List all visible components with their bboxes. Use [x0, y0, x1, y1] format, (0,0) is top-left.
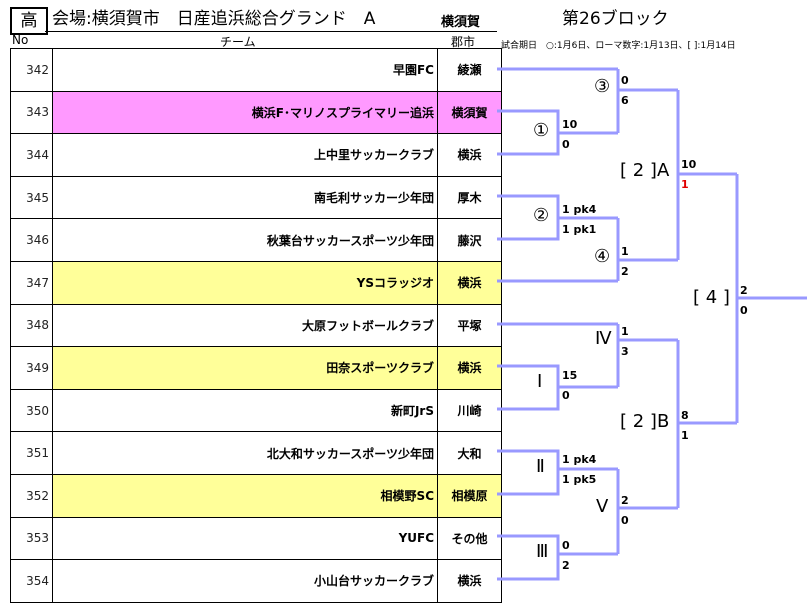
- team-name: 相模野SC: [52, 473, 438, 518]
- score-bottom: 2: [562, 559, 570, 572]
- team-city: 川崎: [437, 388, 502, 433]
- team-number: 350: [10, 388, 53, 433]
- team-number: 346: [10, 218, 53, 262]
- team-city: 厚木: [437, 175, 502, 220]
- bracket-line: [497, 364, 560, 411]
- team-number: 354: [10, 559, 53, 603]
- team-name: 上中里サッカークラブ: [52, 133, 438, 177]
- match-label: [ 2 ]A: [620, 160, 670, 181]
- team-city: 横浜: [437, 559, 502, 603]
- team-city: その他: [437, 516, 502, 561]
- column-header-team: チーム: [220, 35, 256, 49]
- score-top: 2: [621, 494, 629, 507]
- score-top: 10: [562, 118, 578, 131]
- team-name: 新町JrS: [52, 388, 438, 433]
- team-name: 秋葉台サッカースポーツ少年団: [52, 218, 438, 262]
- host-city: 横須賀: [441, 15, 481, 30]
- score-top: 0: [621, 74, 629, 87]
- match-label: Ⅳ: [595, 328, 612, 349]
- team-city: 大和: [437, 431, 502, 475]
- score-top: 15: [562, 369, 578, 382]
- team-name: 早園FC: [52, 48, 438, 92]
- column-header-no: No: [12, 33, 29, 47]
- score-top: 0: [562, 539, 570, 552]
- bracket-line: [497, 534, 560, 581]
- team-city: 相模原: [437, 473, 502, 518]
- team-city: 横浜: [437, 260, 502, 305]
- match-label: ①: [533, 120, 550, 141]
- team-number: 342: [10, 48, 53, 92]
- team-name: 南毛利サッカー少年団: [52, 175, 438, 220]
- score-bottom: 1: [681, 429, 689, 442]
- match-label: [ 2 ]B: [620, 411, 670, 432]
- match-label: ③: [594, 76, 611, 97]
- match-label: [ 4 ]: [693, 287, 730, 308]
- team-name: 横浜F･マリノスプライマリー追浜: [52, 90, 438, 135]
- team-name: 北大和サッカースポーツ少年団: [52, 431, 438, 475]
- team-number: 352: [10, 473, 53, 518]
- match-label: Ⅱ: [536, 456, 545, 477]
- score-bottom: 0: [621, 514, 629, 527]
- score-bottom: 0: [740, 304, 748, 317]
- block-title: 第26ブロック: [562, 9, 669, 29]
- score-top: 1 pk4: [562, 453, 597, 466]
- score-top: 1: [621, 245, 629, 258]
- score-top: 8: [681, 409, 689, 422]
- score-bottom: 2: [621, 265, 629, 278]
- header-divider: [45, 31, 497, 32]
- team-city: 平塚: [437, 303, 502, 348]
- match-label: Ⅴ: [596, 496, 609, 517]
- team-number: 347: [10, 260, 53, 305]
- match-label: ④: [594, 246, 611, 267]
- match-label: Ⅰ: [537, 371, 543, 392]
- team-number: 353: [10, 516, 53, 561]
- score-top: 10: [681, 158, 697, 171]
- team-number: 351: [10, 431, 53, 475]
- column-header-city: 郡市: [451, 35, 476, 49]
- match-label: ②: [533, 205, 550, 226]
- score-bottom: 1 pk1: [562, 223, 597, 236]
- match-label: Ⅲ: [536, 541, 549, 562]
- score-bottom: 1 pk5: [562, 473, 597, 486]
- score-bottom: 3: [621, 345, 629, 358]
- score-bottom: 0: [562, 389, 570, 402]
- score-bottom: 6: [621, 94, 629, 107]
- score-top: 1 pk4: [562, 203, 597, 216]
- venue-title: 会場:横須賀市 日産追浜総合グランド A: [52, 9, 376, 29]
- bracket-line: [497, 449, 560, 496]
- score-top: 1: [621, 325, 629, 338]
- score-bottom: 0: [562, 138, 570, 151]
- schedule-note: 試合期日 ○:1月6日、ローマ数字:1月13日、[ ]:1月14日: [501, 41, 736, 51]
- team-name: YUFC: [52, 516, 438, 561]
- score-top: 2: [740, 284, 748, 297]
- team-city: 横浜: [437, 346, 502, 390]
- score-bottom: 1: [681, 178, 689, 191]
- grade-badge: 高: [10, 7, 48, 35]
